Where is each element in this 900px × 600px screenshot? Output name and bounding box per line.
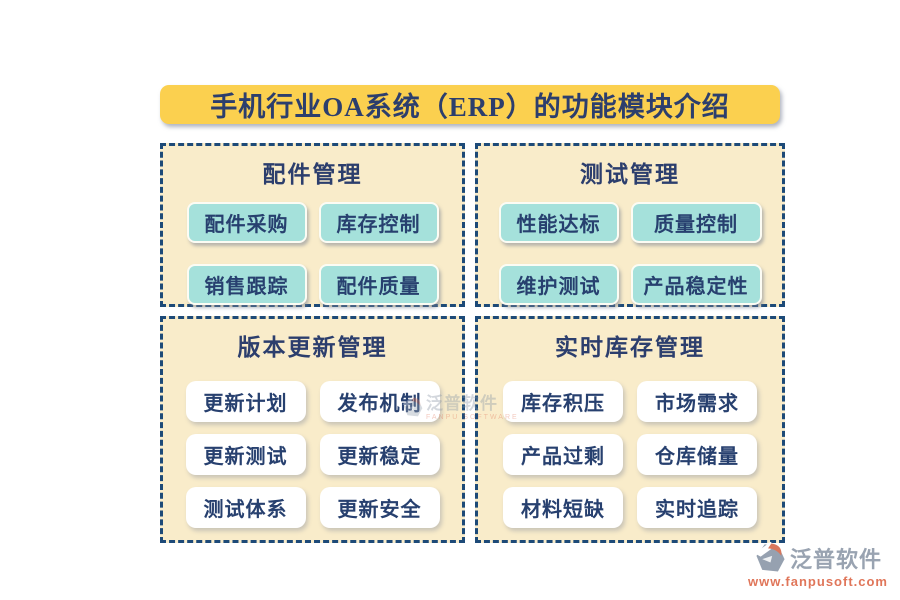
module-button[interactable]: 产品过剩 (503, 434, 623, 475)
panel-title: 实时库存管理 (555, 335, 705, 360)
brand-name: 泛普软件 (789, 546, 882, 572)
panel-testing-management: 测试管理 性能达标 质量控制 维护测试 产品稳定性 (475, 143, 785, 307)
brand-url[interactable]: www.fanpusoft.com (747, 574, 888, 589)
panel-title: 测试管理 (580, 162, 680, 187)
button-grid: 库存积压 市场需求 产品过剩 仓库储量 材料短缺 实时追踪 (503, 381, 757, 528)
button-grid: 更新计划 发布机制 更新测试 更新稳定 测试体系 更新安全 (185, 381, 440, 528)
module-button[interactable]: 材料短缺 (503, 487, 623, 528)
module-button[interactable]: 更新测试 (185, 434, 306, 475)
module-button[interactable]: 库存积压 (503, 381, 623, 422)
title-banner: 手机行业OA系统（ERP）的功能模块介绍 (160, 85, 780, 124)
module-button[interactable]: 更新计划 (185, 381, 306, 422)
brand-row: 泛普软件 (754, 541, 882, 574)
module-button[interactable]: 质量控制 (630, 202, 762, 243)
module-button[interactable]: 产品稳定性 (630, 264, 762, 305)
module-button[interactable]: 配件采购 (186, 202, 307, 243)
fanpu-logo-icon (754, 541, 787, 574)
module-button[interactable]: 实时追踪 (637, 487, 757, 528)
module-button[interactable]: 销售跟踪 (186, 264, 307, 305)
button-grid: 配件采购 库存控制 销售跟踪 配件质量 (186, 202, 439, 305)
page-title: 手机行业OA系统（ERP）的功能模块介绍 (210, 92, 730, 122)
module-button[interactable]: 市场需求 (637, 381, 757, 422)
module-button[interactable]: 更新安全 (319, 487, 440, 528)
module-button[interactable]: 测试体系 (185, 487, 306, 528)
module-button[interactable]: 性能达标 (498, 202, 619, 243)
module-button[interactable]: 发布机制 (319, 381, 440, 422)
panel-version-update-management: 版本更新管理 更新计划 发布机制 更新测试 更新稳定 测试体系 更新安全 (160, 316, 465, 543)
panel-title: 配件管理 (262, 162, 363, 187)
module-button[interactable]: 库存控制 (318, 202, 439, 243)
module-button[interactable]: 更新稳定 (319, 434, 440, 475)
module-button[interactable]: 维护测试 (498, 264, 619, 305)
panel-realtime-inventory-management: 实时库存管理 库存积压 市场需求 产品过剩 仓库储量 材料短缺 实时追踪 (475, 316, 785, 543)
panel-parts-management: 配件管理 配件采购 库存控制 销售跟踪 配件质量 (160, 143, 465, 307)
module-button[interactable]: 配件质量 (318, 264, 439, 305)
panel-title: 版本更新管理 (237, 335, 388, 360)
module-button[interactable]: 仓库储量 (637, 434, 757, 475)
button-grid: 性能达标 质量控制 维护测试 产品稳定性 (498, 202, 762, 305)
fanpu-brand: 泛普软件 www.fanpusoft.com (748, 541, 888, 589)
